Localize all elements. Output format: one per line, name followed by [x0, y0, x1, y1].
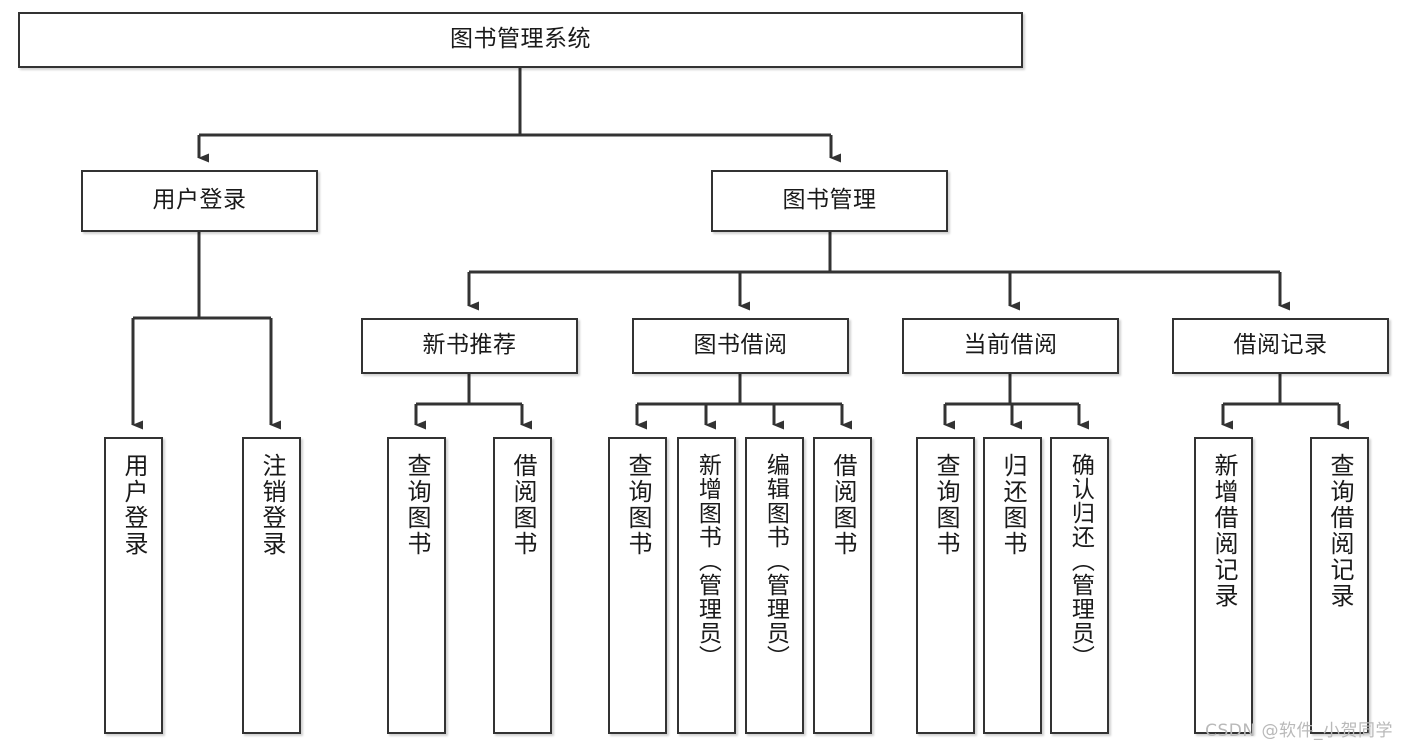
node-label: 图书借阅: [693, 332, 788, 359]
node-root-system[interactable]: 图书管理系统: [18, 12, 1023, 68]
node-label: 新增借阅记录: [1209, 453, 1238, 609]
node-user-login[interactable]: 用户登录: [81, 170, 318, 232]
node-borrow-record[interactable]: 借阅记录: [1172, 318, 1389, 374]
leaf-return-book[interactable]: 归还图书: [983, 437, 1042, 734]
leaf-query-book-borrow[interactable]: 查询图书: [608, 437, 667, 734]
node-label: 借阅图书: [828, 453, 857, 557]
leaf-user-login[interactable]: 用户登录: [104, 437, 163, 734]
node-label: 用户登录: [119, 453, 148, 557]
node-book-management[interactable]: 图书管理: [711, 170, 948, 232]
leaf-query-book-recommend[interactable]: 查询图书: [387, 437, 446, 734]
leaf-add-book-admin[interactable]: 新增图书（管理员）: [677, 437, 736, 734]
leaf-confirm-return-admin[interactable]: 确认归还（管理员）: [1050, 437, 1109, 734]
leaf-borrow-book-recommend[interactable]: 借阅图书: [493, 437, 552, 734]
node-label: 新书推荐: [422, 332, 517, 359]
node-current-borrow[interactable]: 当前借阅: [902, 318, 1119, 374]
node-label: 新增图书（管理员）: [694, 453, 721, 669]
leaf-edit-book-admin[interactable]: 编辑图书（管理员）: [745, 437, 804, 734]
leaf-logout[interactable]: 注销登录: [242, 437, 301, 734]
node-label: 用户登录: [152, 187, 247, 214]
leaf-add-borrow-record[interactable]: 新增借阅记录: [1194, 437, 1253, 734]
leaf-query-borrow-record[interactable]: 查询借阅记录: [1310, 437, 1369, 734]
leaf-borrow-book[interactable]: 借阅图书: [813, 437, 872, 734]
node-book-borrow[interactable]: 图书借阅: [632, 318, 849, 374]
node-label: 查询借阅记录: [1325, 453, 1354, 609]
node-label: 借阅图书: [508, 453, 537, 557]
node-label: 归还图书: [998, 453, 1027, 557]
node-label: 确认归还（管理员）: [1067, 453, 1094, 669]
node-label: 注销登录: [257, 453, 286, 557]
node-label: 查询图书: [931, 453, 960, 557]
leaf-query-book-current[interactable]: 查询图书: [916, 437, 975, 734]
node-label: 图书管理系统: [450, 26, 591, 53]
node-new-book-recommend[interactable]: 新书推荐: [361, 318, 578, 374]
node-label: 查询图书: [402, 453, 431, 557]
node-label: 图书管理: [782, 187, 877, 214]
node-label: 借阅记录: [1233, 332, 1328, 359]
node-label: 当前借阅: [963, 332, 1058, 359]
node-label: 编辑图书（管理员）: [762, 453, 789, 669]
node-label: 查询图书: [623, 453, 652, 557]
